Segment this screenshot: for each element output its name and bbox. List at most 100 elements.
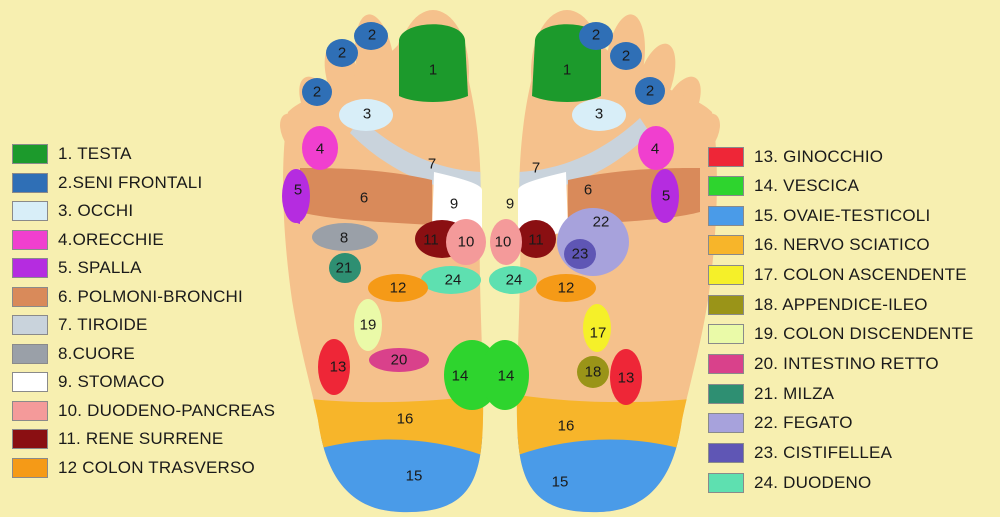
legend-label: 11. RENE SURRENE: [58, 429, 224, 448]
legend-label: 21. MILZA: [754, 384, 835, 403]
zone-label: 17: [590, 325, 607, 342]
legend-swatch: [12, 372, 48, 392]
right-zone-4: [638, 126, 674, 170]
zone-label: 20: [391, 352, 408, 369]
left-zone-21: [329, 253, 361, 283]
legend-label: 16. NERVO SCIATICO: [754, 235, 930, 254]
legend-swatch: [708, 413, 744, 433]
left-zone-4: [302, 126, 338, 170]
zone-label: 21: [336, 260, 353, 277]
zone-label: 9: [450, 196, 458, 213]
legend-swatch: [12, 287, 48, 307]
legend-swatch: [12, 230, 48, 250]
legend-label: 3. OCCHI: [58, 201, 134, 220]
zone-label: 23: [572, 246, 589, 263]
right-zone-23: [564, 239, 596, 269]
zone-label: 24: [445, 272, 462, 289]
right-zone-18: [577, 356, 609, 388]
legend-swatch: [12, 458, 48, 478]
legend-label: 9. STOMACO: [58, 372, 165, 391]
left-zone-16: [283, 392, 484, 462]
legend-item: 21. MILZA: [708, 383, 834, 405]
zone-label: 14: [452, 368, 469, 385]
right-zone-2c: [635, 77, 665, 105]
legend-label: 1. TESTA: [58, 144, 132, 163]
zone-label: 7: [532, 160, 540, 177]
zone-label: 8: [340, 230, 348, 247]
legend-item: 24. DUODENO: [708, 472, 871, 494]
zone-label: 2: [368, 27, 376, 44]
right-zone-10: [490, 219, 522, 265]
right-zone-24: [489, 266, 537, 294]
zone-label: 4: [651, 141, 659, 158]
legend-swatch: [708, 235, 744, 255]
legend-swatch: [708, 443, 744, 463]
legend-label: 5. SPALLA: [58, 258, 142, 277]
legend-label: 12 COLON TRASVERSO: [58, 458, 255, 477]
right-zone-17: [583, 304, 611, 352]
zone-label: 1: [429, 62, 437, 79]
legend-label: 22. FEGATO: [754, 413, 853, 432]
legend-swatch: [708, 384, 744, 404]
legend-item: 13. GINOCCHIO: [708, 146, 883, 168]
zone-label: 1: [563, 62, 571, 79]
legend-item: 15. OVAIE-TESTICOLI: [708, 205, 930, 227]
zone-label: 2: [646, 83, 654, 100]
legend-item: 1. TESTA: [12, 143, 132, 165]
zone-label: 24: [506, 272, 523, 289]
right-zone-13: [610, 349, 642, 405]
legend-item: 3. OCCHI: [12, 200, 133, 222]
legend-swatch: [12, 258, 48, 278]
zone-label: 13: [330, 359, 347, 376]
legend-label: 6. POLMONI-BRONCHI: [58, 287, 243, 306]
zone-label: 18: [585, 364, 602, 381]
zone-label: 15: [406, 468, 423, 485]
left-zone-1: [399, 24, 468, 102]
legend-label: 13. GINOCCHIO: [754, 147, 884, 166]
right-zone-11: [516, 220, 556, 258]
left-zone-2b: [326, 39, 358, 67]
legend-label: 7. TIROIDE: [58, 315, 148, 334]
right-zone-7: [518, 118, 650, 192]
legend-label: 2.SENI FRONTALI: [58, 173, 203, 192]
zone-label: 5: [294, 182, 302, 199]
right-zone-14: [481, 340, 529, 410]
right-zone-16: [516, 392, 717, 462]
legend-item: 12 COLON TRASVERSO: [12, 457, 255, 479]
legend-item: 8.CUORE: [12, 343, 135, 365]
legend-swatch: [708, 265, 744, 285]
legend-swatch: [708, 147, 744, 167]
left-zone-24: [421, 266, 481, 294]
legend-item: 10. DUODENO-PANCREAS: [12, 400, 275, 422]
zone-label: 12: [390, 280, 407, 297]
legend-item: 17. COLON ASCENDENTE: [708, 264, 967, 286]
legend-swatch: [12, 315, 48, 335]
zone-label: 22: [593, 214, 610, 231]
left-zone-6: [300, 168, 432, 225]
legend-swatch: [708, 176, 744, 196]
legend-swatch: [708, 354, 744, 374]
legend-item: 18. APPENDICE-ILEO: [708, 294, 928, 316]
legend-swatch: [12, 201, 48, 221]
left-zone-3: [339, 99, 393, 131]
right-zone-3: [572, 99, 626, 131]
zone-label: 2: [592, 27, 600, 44]
legend-item: 9. STOMACO: [12, 371, 165, 393]
zone-number-labels: 1 2 2 2 3 4 5 6 7 8 9 11 10 21 24 12 19 …: [294, 27, 670, 491]
zone-label: 15: [552, 474, 569, 491]
legend-label: 4.ORECCHIE: [58, 230, 164, 249]
legend-item: 11. RENE SURRENE: [12, 428, 223, 450]
legend-swatch: [12, 401, 48, 421]
legend-item: 16. NERVO SCIATICO: [708, 234, 930, 256]
zone-label: 11: [423, 232, 439, 249]
legend-label: 18. APPENDICE-ILEO: [754, 295, 928, 314]
legend-swatch: [708, 206, 744, 226]
zone-label: 2: [338, 45, 346, 62]
legend-item: 4.ORECCHIE: [12, 229, 164, 251]
right-foot: [481, 10, 720, 513]
legend-item: 2.SENI FRONTALI: [12, 172, 202, 194]
legend-item: 5. SPALLA: [12, 257, 142, 279]
legend-swatch: [12, 173, 48, 193]
